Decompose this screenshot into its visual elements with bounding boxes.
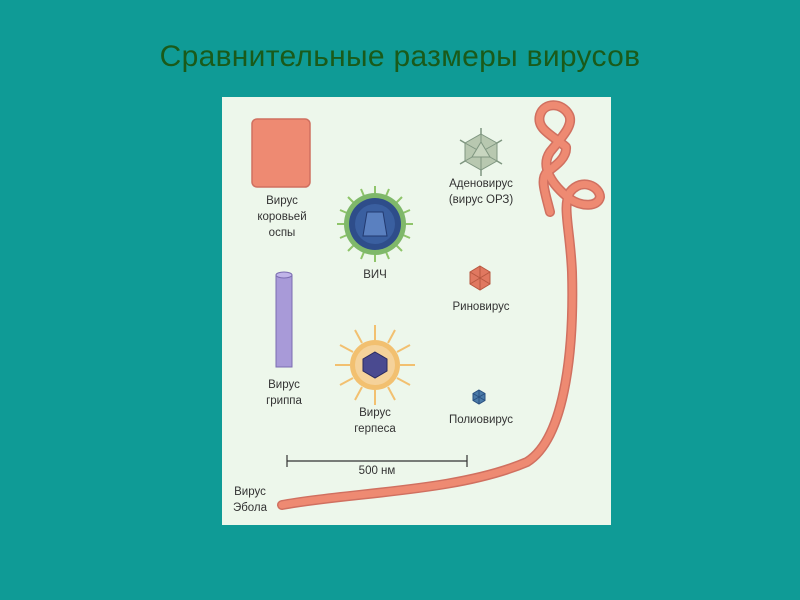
vaccinia-label-line1: Вирус — [266, 195, 298, 207]
hiv-virus-shape — [337, 186, 413, 262]
herpes-label: Вирус герпеса — [345, 405, 405, 437]
adenovirus-label: Аденовирус (вирус ОРЗ) — [436, 176, 526, 208]
rhinovirus-label: Риновирус — [452, 301, 510, 313]
ebola-virus-shape — [277, 100, 605, 510]
ebola-label-line2: Эбола — [232, 502, 268, 514]
scale-bar — [286, 455, 468, 467]
vaccinia-label: Вирус коровьей оспы — [250, 193, 314, 241]
diagram-panel: Вирус коровьей оспы ВИЧ Аденовирус (виру… — [222, 97, 611, 525]
poliovirus-shape — [472, 389, 486, 405]
influenza-virus-shape — [275, 271, 293, 368]
adenovirus-label-line2: (вирус ОРЗ) — [448, 194, 514, 206]
vaccinia-label-line2: коровьей — [257, 211, 307, 223]
influenza-label: Вирус гриппа — [256, 377, 312, 409]
ebola-label: Вирус Эбола — [224, 484, 276, 516]
influenza-label-line2: гриппа — [266, 395, 302, 407]
herpes-label-line2: герпеса — [354, 423, 396, 435]
rhinovirus-shape — [469, 265, 491, 291]
adenovirus-shape — [459, 128, 503, 176]
ebola-label-line1: Вирус — [234, 486, 266, 498]
poliovirus-label: Полиовирус — [448, 414, 514, 426]
slide-title: Сравнительные размеры вирусов — [159, 40, 641, 73]
vaccinia-label-line3: оспы — [268, 227, 296, 239]
vaccinia-virus-shape — [251, 118, 311, 188]
herpes-label-line1: Вирус — [359, 407, 391, 419]
herpes-virus-shape — [335, 325, 415, 405]
adenovirus-label-line1: Аденовирус — [449, 178, 513, 190]
influenza-label-line1: Вирус — [268, 379, 300, 391]
hiv-label: ВИЧ — [363, 269, 387, 281]
scale-bar-label: 500 нм — [358, 465, 396, 477]
virus-illustration — [251, 100, 605, 510]
